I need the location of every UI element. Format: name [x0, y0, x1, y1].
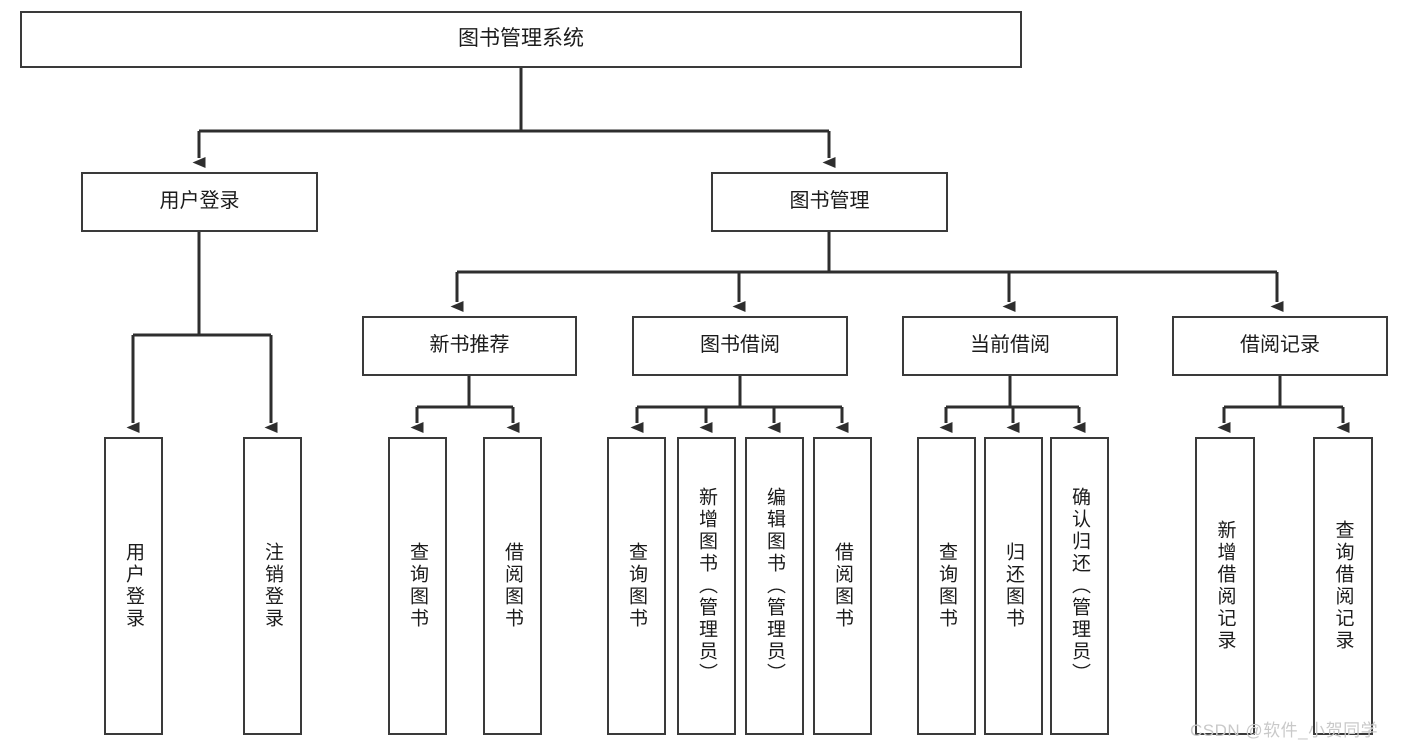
node-label: 图书管理	[789, 190, 870, 213]
node-leaf-query-book-3[interactable]: 查询图书	[917, 437, 976, 735]
node-leaf-user-login[interactable]: 用户登录	[104, 437, 163, 735]
node-leaf-query-book-1[interactable]: 查询图书	[388, 437, 447, 735]
node-label: 编辑图书（管理员）	[764, 487, 785, 685]
node-label: 用户登录	[123, 542, 144, 630]
node-root-system[interactable]: 图书管理系统	[20, 11, 1022, 68]
node-leaf-confirm-return-admin[interactable]: 确认归还（管理员）	[1050, 437, 1109, 735]
node-label: 归还图书	[1003, 542, 1024, 630]
node-leaf-borrow-book-2[interactable]: 借阅图书	[813, 437, 872, 735]
node-book-borrow[interactable]: 图书借阅	[632, 316, 848, 376]
node-leaf-logout[interactable]: 注销登录	[243, 437, 302, 735]
node-leaf-add-borrow-record[interactable]: 新增借阅记录	[1195, 437, 1255, 735]
node-label: 新增图书（管理员）	[696, 487, 717, 685]
node-label: 图书借阅	[700, 334, 780, 357]
node-label: 借阅记录	[1240, 334, 1320, 357]
node-label: 注销登录	[262, 542, 283, 630]
node-new-book-recommend[interactable]: 新书推荐	[362, 316, 577, 376]
node-user-login[interactable]: 用户登录	[81, 172, 318, 232]
node-label: 查询图书	[407, 542, 428, 630]
node-label: 图书管理系统	[458, 27, 584, 51]
node-label: 当前借阅	[970, 334, 1050, 357]
node-current-borrow[interactable]: 当前借阅	[902, 316, 1118, 376]
node-leaf-query-book-2[interactable]: 查询图书	[607, 437, 666, 735]
node-borrow-record[interactable]: 借阅记录	[1172, 316, 1388, 376]
node-label: 借阅图书	[832, 542, 853, 630]
node-label: 查询借阅记录	[1332, 520, 1354, 652]
node-label: 借阅图书	[502, 542, 523, 630]
node-label: 新书推荐	[429, 334, 510, 357]
watermark-credit: CSDN @软件_小贺同学	[1190, 721, 1379, 740]
node-label: 确认归还（管理员）	[1069, 487, 1090, 685]
node-leaf-query-borrow-record[interactable]: 查询借阅记录	[1313, 437, 1373, 735]
node-label: 查询图书	[936, 542, 957, 630]
node-label: 用户登录	[159, 190, 240, 213]
node-leaf-edit-book-admin[interactable]: 编辑图书（管理员）	[745, 437, 804, 735]
node-leaf-borrow-book-1[interactable]: 借阅图书	[483, 437, 542, 735]
node-leaf-add-book-admin[interactable]: 新增图书（管理员）	[677, 437, 736, 735]
node-leaf-return-book[interactable]: 归还图书	[984, 437, 1043, 735]
node-book-management[interactable]: 图书管理	[711, 172, 948, 232]
node-label: 查询图书	[626, 542, 647, 630]
node-label: 新增借阅记录	[1214, 520, 1236, 652]
